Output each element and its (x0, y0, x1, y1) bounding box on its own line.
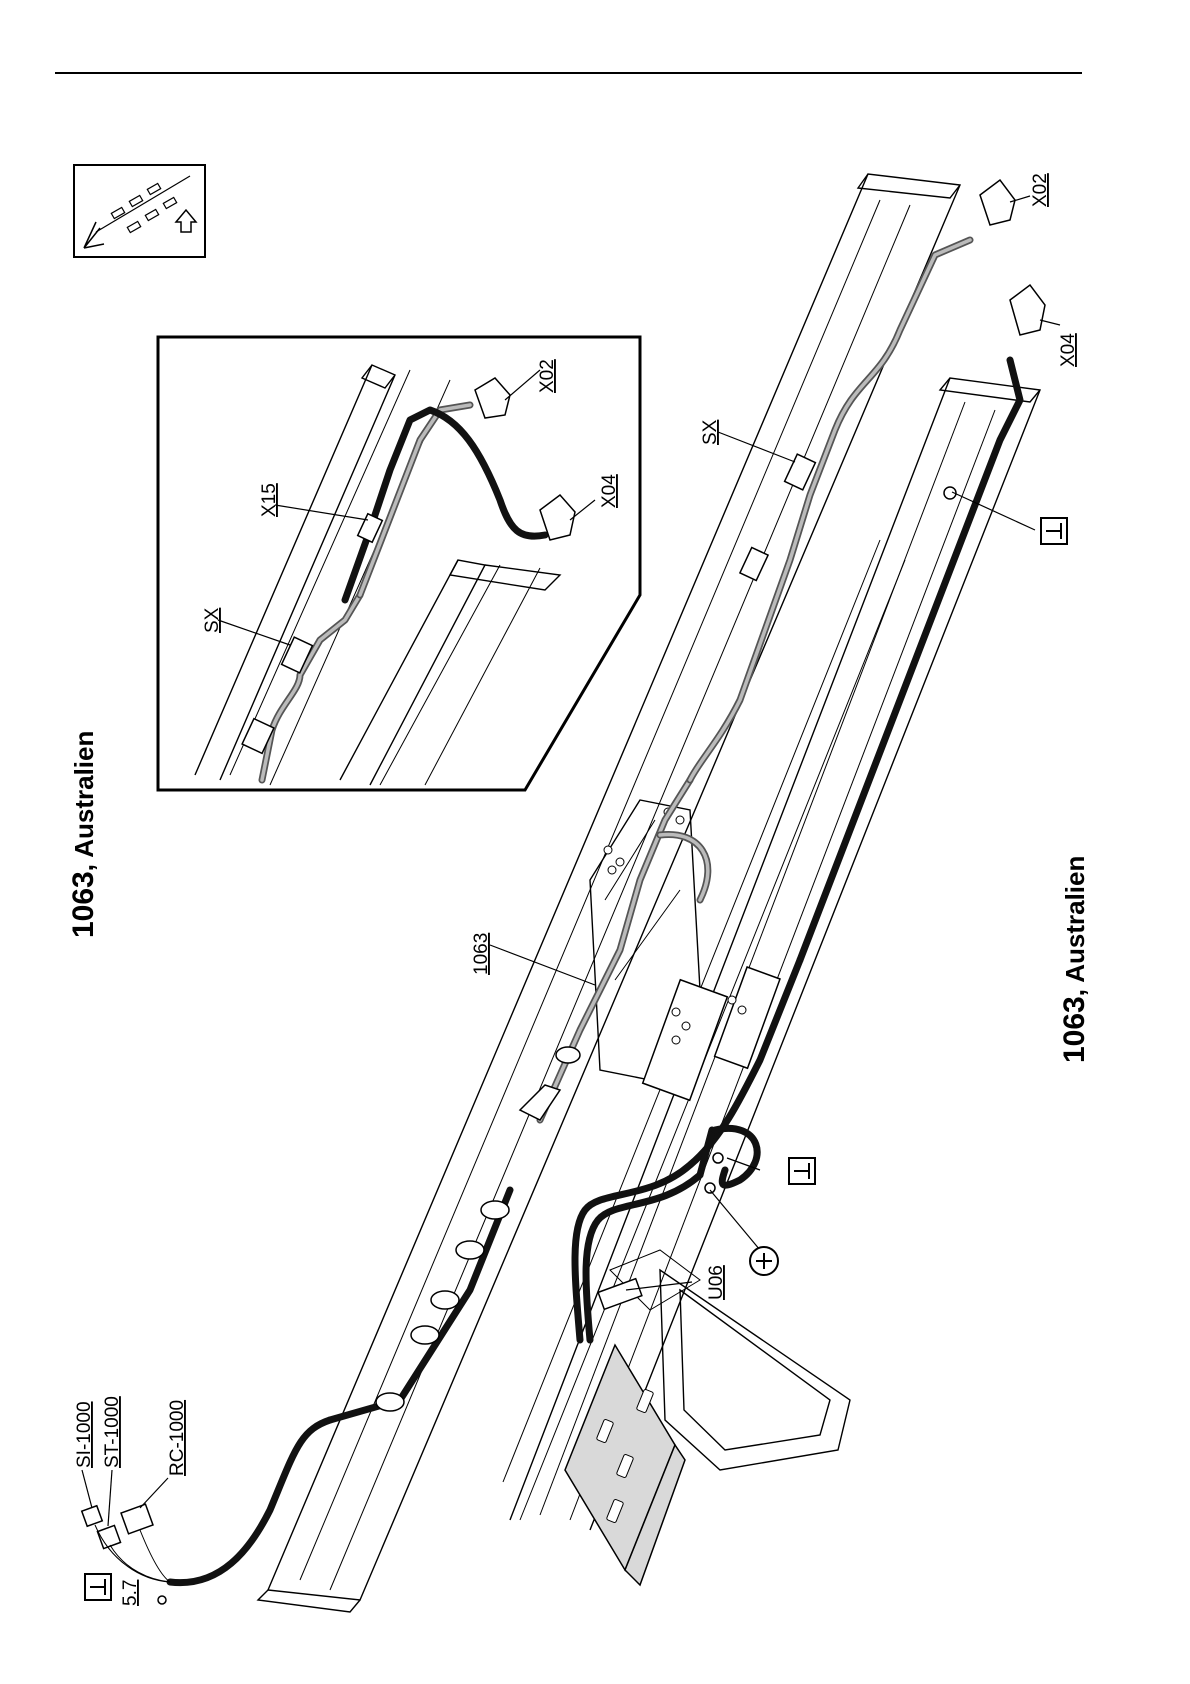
title-lower: 1063, Australien (1058, 856, 1091, 1063)
label-u06: U06 (706, 1265, 727, 1300)
ground-symbol (1041, 518, 1067, 544)
label-x15-inset: X15 (259, 483, 280, 517)
label-si-1000: SI-1000 (74, 1401, 95, 1468)
u06-control-unit (565, 1345, 685, 1585)
positive-terminal-symbol (750, 1247, 778, 1275)
label-ground-ref: 5.7 (120, 1580, 141, 1606)
label-x04-inset: X04 (599, 474, 620, 508)
ground-symbol (789, 1158, 815, 1184)
label-sx-main: SX (700, 419, 721, 445)
harness-clips (376, 1047, 580, 1411)
label-st-1000: ST-1000 (102, 1396, 123, 1468)
label-x02-main: X02 (1030, 173, 1051, 207)
label-rc-1000: RC-1000 (167, 1400, 188, 1476)
title-upper: 1063, Australien (67, 731, 100, 938)
label-sx-inset: SX (202, 607, 223, 633)
label-harness-1063: 1063 (471, 933, 492, 975)
label-x04-main: X04 (1058, 333, 1079, 367)
detail-inset (158, 337, 640, 790)
ground-symbol (85, 1574, 111, 1600)
vehicle-orientation-icon (74, 165, 205, 257)
label-x02-inset: X02 (537, 359, 558, 393)
